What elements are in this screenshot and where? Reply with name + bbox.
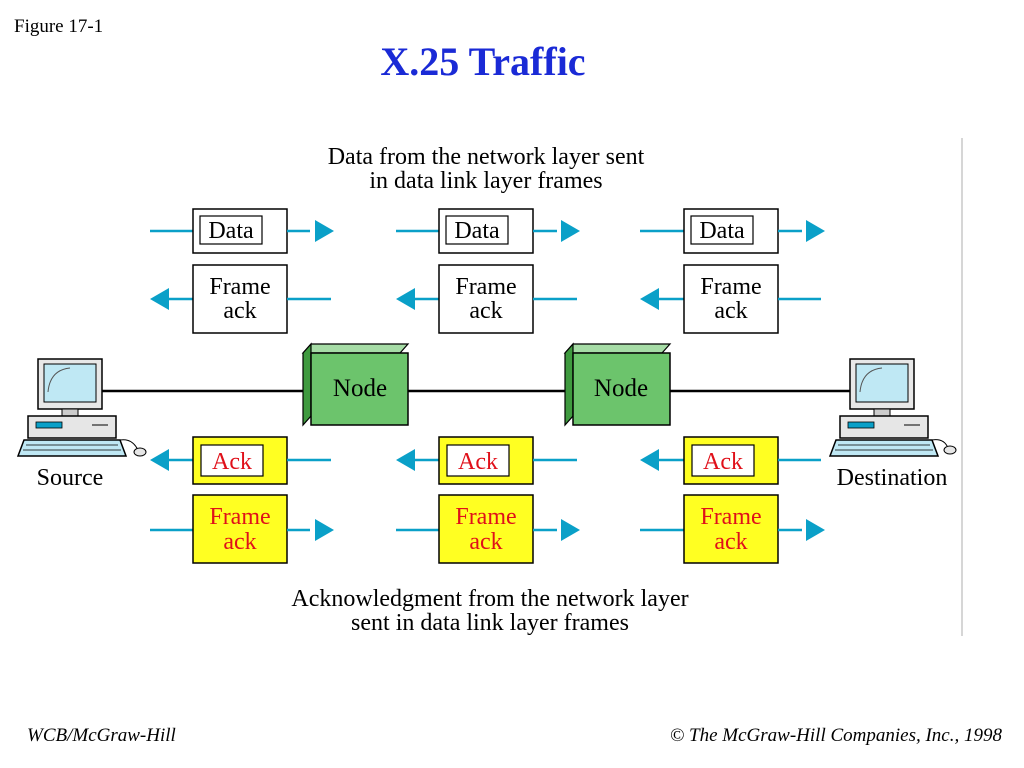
ack-frame-box [683, 494, 779, 564]
frame-ack-line1: Frame [455, 274, 516, 300]
arrow-head-right [315, 519, 334, 541]
top-caption-line2: in data link layer frames [369, 168, 602, 194]
node-front-face [572, 352, 671, 426]
frame-ack-group-1: Frame ack [150, 264, 331, 334]
node-label: Node [333, 375, 387, 402]
node-label: Node [594, 375, 648, 402]
ack-label: Ack [212, 449, 252, 475]
frame-ack-group-3: Frame ack [640, 264, 821, 334]
data-frame-group-3: Data [640, 208, 825, 254]
node-side-face [564, 342, 574, 427]
monitor-stand [873, 408, 891, 417]
frame-ack-line2: ack [714, 529, 747, 555]
arrow-head-left [150, 288, 169, 310]
arrow-head-left [150, 449, 169, 471]
mouse [943, 445, 957, 455]
frame-ack-line2: ack [469, 298, 502, 324]
ack-box-inner [200, 444, 264, 477]
data-frame-group-2: Data [396, 208, 580, 254]
top-caption-line1: Data from the network layer sent [328, 144, 645, 170]
figure-label: Figure 17-1 [14, 16, 104, 37]
cpu-box [27, 415, 117, 439]
ack-frame-box [192, 494, 288, 564]
frame-ack-line2: ack [714, 298, 747, 324]
source-computer-icon [16, 358, 147, 457]
node-front-face [310, 352, 409, 426]
frame-ack-line2: ack [223, 529, 256, 555]
data-label: Data [699, 218, 745, 244]
screen [855, 363, 909, 403]
node-2: Node [563, 342, 672, 427]
frame-ack-line1: Frame [209, 274, 270, 300]
page-title: X.25 Traffic [380, 39, 586, 84]
data-box-inner [690, 215, 754, 245]
data-box-inner [199, 215, 263, 245]
node-top-face [301, 343, 410, 354]
data-frame-group-1: Data [150, 208, 334, 254]
footer-copyright-text: The McGraw-Hill Companies, Inc., 1998 [689, 725, 1002, 746]
arrow-head-left [640, 449, 659, 471]
arrow-head-left [396, 288, 415, 310]
arrow-head-right [315, 220, 334, 242]
data-label: Data [454, 218, 500, 244]
arrow-head-left [396, 449, 415, 471]
arrow-head-right [806, 220, 825, 242]
cpu-box [839, 415, 929, 439]
footer-publisher: WCB/McGraw-Hill [27, 725, 176, 746]
ack-box-inner [691, 444, 755, 477]
frame-ack-box [438, 264, 534, 334]
frame-ack-group-2: Frame ack [396, 264, 577, 334]
ack-group-3: Ack [640, 436, 821, 485]
screen [43, 363, 97, 403]
destination-label: Destination [837, 465, 948, 491]
ack-group-2: Ack [396, 436, 577, 485]
data-box-inner [445, 215, 509, 245]
ack-frame-group-2: Frame ack [396, 494, 580, 564]
arrow-head-left [640, 288, 659, 310]
ack-group-1: Ack [150, 436, 331, 485]
mouse [133, 447, 147, 457]
frame-ack-line2: ack [223, 298, 256, 324]
ack-box-inner [446, 444, 510, 477]
copyright-symbol: © [669, 725, 685, 746]
ack-frame-group-1: Frame ack [150, 494, 334, 564]
node-top-face [563, 343, 672, 354]
frame-ack-line2: ack [469, 529, 502, 555]
arrow-head-right [806, 519, 825, 541]
node-side-face [302, 342, 312, 427]
frame-ack-line1: Frame [700, 504, 761, 530]
frame-ack-box [192, 264, 288, 334]
arrow-head-right [561, 220, 580, 242]
node-1: Node [301, 342, 410, 427]
arrow-head-right [561, 519, 580, 541]
frame-ack-box [683, 264, 779, 334]
ack-label: Ack [703, 449, 743, 475]
bottom-caption-line2: sent in data link layer frames [351, 610, 629, 636]
keyboard [828, 439, 940, 457]
ack-label: Ack [458, 449, 498, 475]
data-label: Data [208, 218, 254, 244]
destination-computer-icon [828, 358, 957, 457]
frame-ack-line1: Frame [209, 504, 270, 530]
source-label: Source [37, 465, 104, 491]
frame-ack-line1: Frame [455, 504, 516, 530]
ack-frame-group-3: Frame ack [640, 494, 825, 564]
keyboard [16, 439, 128, 457]
frame-ack-line1: Frame [700, 274, 761, 300]
monitor-stand [61, 408, 79, 417]
bottom-caption-line1: Acknowledgment from the network layer [291, 586, 688, 612]
footer-copyright: © The McGraw-Hill Companies, Inc., 1998 [670, 725, 1002, 747]
